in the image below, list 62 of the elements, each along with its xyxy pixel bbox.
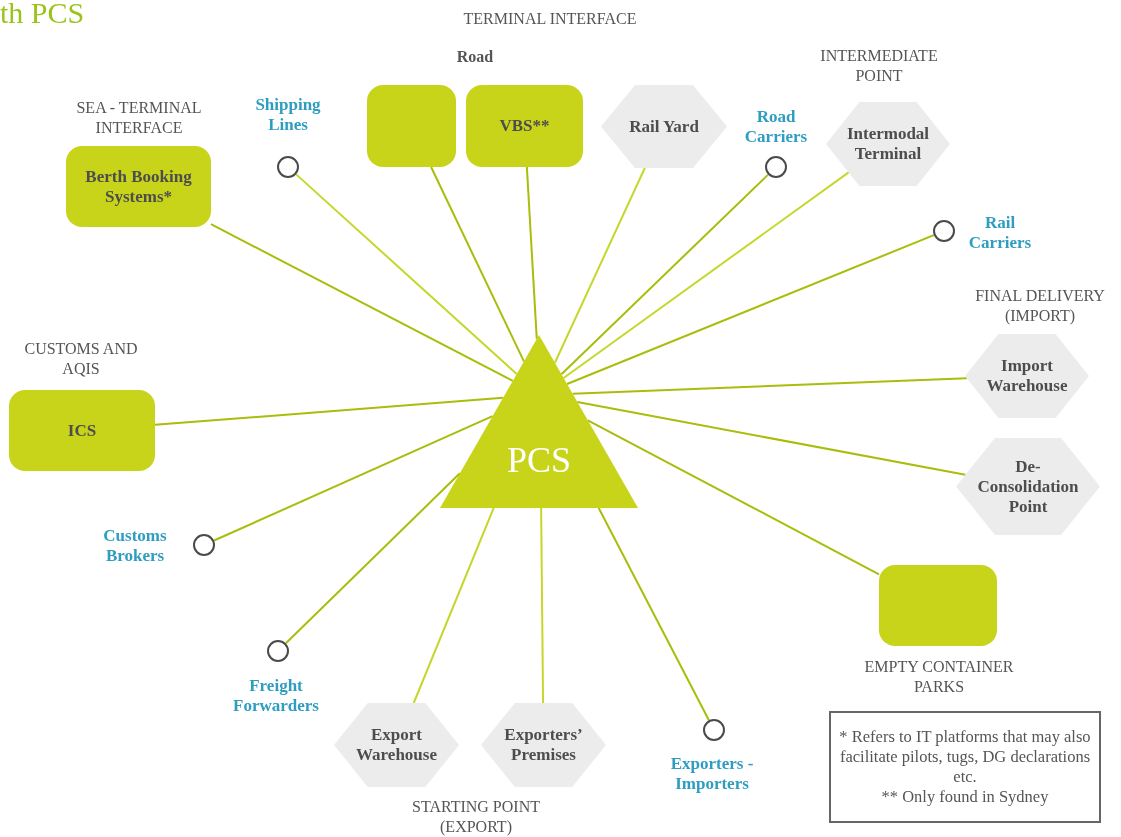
node-label: Export Warehouse — [355, 725, 438, 765]
hexagon-node — [826, 102, 950, 186]
actor-label: Freight Forwarders — [232, 676, 320, 716]
connector-line — [430, 166, 525, 363]
connector-line — [576, 401, 967, 476]
connector-line — [553, 167, 646, 364]
connector-line — [154, 396, 505, 426]
connector-circle — [933, 220, 955, 242]
connector-line — [525, 166, 538, 340]
node-label: De- Consolidation Point — [976, 456, 1080, 517]
actor-label: Rail Carriers — [967, 213, 1033, 253]
category-heading: SEA - TERMINAL INTERFACE — [75, 98, 203, 138]
hub-label: PCS — [506, 440, 572, 480]
node-label: Exporters’ Premises — [503, 725, 584, 765]
title: th PCS — [0, 0, 85, 30]
connector-line — [540, 507, 545, 704]
node-label: Rail Yard — [629, 116, 699, 137]
connector-circle — [765, 156, 787, 178]
connector-line — [412, 507, 495, 704]
triangle-node — [440, 335, 638, 508]
actor-label: Shipping Lines — [254, 95, 322, 135]
process-box — [9, 390, 155, 471]
connector-line — [210, 223, 514, 382]
node-label: Intermodal Terminal — [845, 124, 931, 164]
node-label: VBS** — [499, 116, 550, 136]
node-label: ICS — [67, 420, 97, 441]
actor-label: Customs Brokers — [102, 526, 168, 566]
category-heading: INTERMEDIATE POINT — [819, 46, 939, 86]
node-label: Import Warehouse — [985, 356, 1069, 396]
process-box — [66, 146, 211, 227]
connector-circle — [277, 156, 299, 178]
connector-line — [562, 171, 850, 379]
connector-line — [213, 415, 494, 542]
group-label: Road — [455, 47, 495, 67]
connector-circle — [703, 719, 725, 741]
node-label: Berth Booking Systems* — [84, 166, 193, 207]
process-box — [367, 85, 456, 167]
connector-line — [597, 507, 710, 722]
category-heading: TERMINAL INTERFACE — [462, 9, 638, 29]
hexagon-node — [334, 703, 459, 787]
connector-line — [295, 173, 518, 375]
connector-circle — [193, 534, 215, 556]
connector-line — [284, 472, 461, 645]
actor-label: Road Carriers — [743, 107, 809, 147]
connector-line — [571, 377, 968, 395]
actor-label: Exporters - Importers — [669, 754, 755, 794]
hexagon-node — [956, 438, 1100, 535]
connector-line — [560, 173, 770, 376]
category-heading: EMPTY CONTAINER PARKS — [863, 657, 1015, 697]
hexagon-node — [481, 703, 606, 787]
process-box — [466, 85, 583, 167]
hexagon-node — [601, 85, 727, 168]
connector-circle — [267, 640, 289, 662]
connector-line — [586, 419, 880, 576]
connector-line — [566, 234, 935, 385]
process-box — [879, 565, 997, 646]
hexagon-node — [965, 334, 1089, 418]
category-heading: FINAL DELIVERY (IMPORT) — [974, 286, 1106, 326]
footnote: ** Only found in Sydney — [880, 787, 1050, 807]
footnote: * Refers to IT platforms that may also facilitate pilots, tugs, DG declarations etc. — [838, 727, 1092, 787]
category-heading: STARTING POINT (EXPORT) — [411, 797, 541, 837]
category-heading: CUSTOMS AND AQIS — [23, 339, 139, 379]
